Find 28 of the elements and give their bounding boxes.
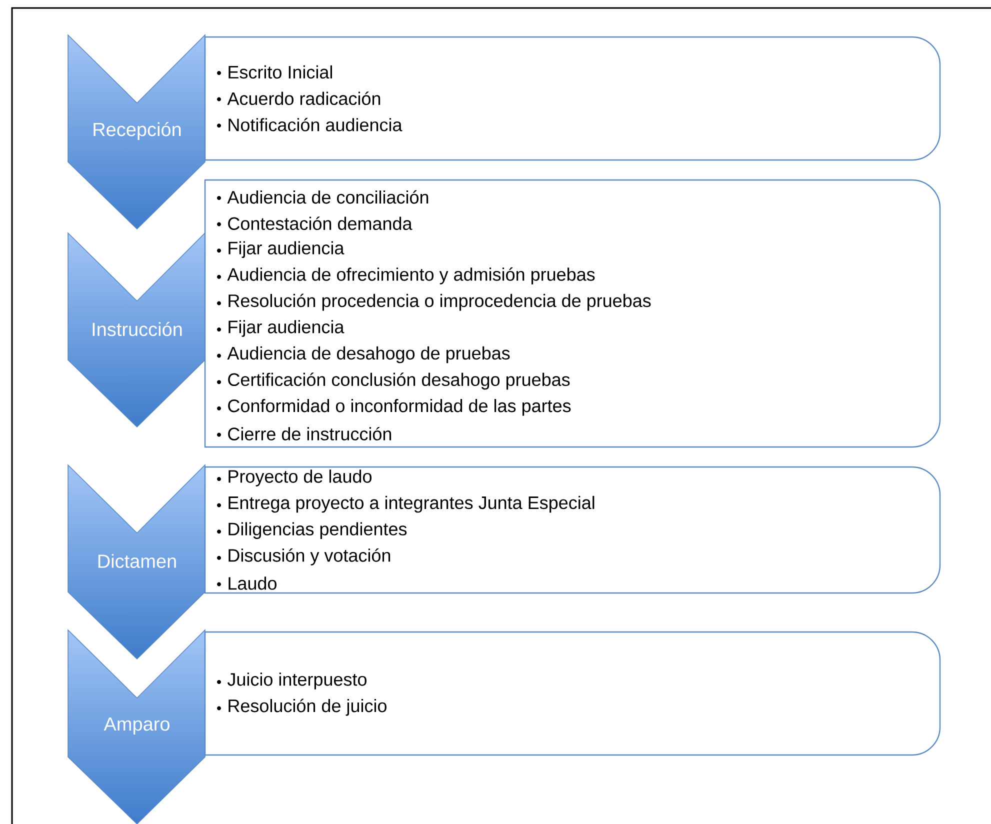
step-item: Conformidad o inconformidad de las partes <box>228 399 571 416</box>
step-box <box>204 466 941 594</box>
step-item: Resolución procedencia o improcedencia de pruebas <box>228 294 651 311</box>
step-item: Juicio interpuesto <box>228 672 366 690</box>
step-item: Discusión y votación <box>228 548 390 566</box>
step-item: Notificación audiencia <box>228 118 402 132</box>
step-item: Audiencia de desahogo de pruebas <box>227 346 510 364</box>
step-box <box>204 179 941 448</box>
step-item: Fijar audiencia <box>228 320 344 337</box>
step-item: Diligencias pendientes <box>228 522 407 539</box>
step-item: Cierre de instrucción <box>228 426 392 440</box>
step-item: Resolución de juicio <box>228 698 386 716</box>
stage-banner: Amparo <box>68 629 206 824</box>
stage-banner: Dictamen <box>68 464 206 660</box>
step-box <box>204 631 941 756</box>
step-item: Certificación conclusión desahogo pruebas <box>228 372 570 390</box>
step-item: Fijar audiencia <box>228 241 344 258</box>
step-item: Proyecto de laudo <box>228 470 372 486</box>
step-item: Contestación demanda <box>228 216 412 230</box>
step-box <box>204 36 941 161</box>
step-item: Acuerdo radicación <box>227 92 380 105</box>
step-item: Audiencia de ofrecimiento y admisión pruebas <box>227 267 595 284</box>
step-item: Laudo <box>228 576 276 590</box>
stage-banner: Recepción <box>68 34 206 230</box>
step-item: Escrito Inicial <box>228 65 332 79</box>
step-item: Audiencia de conciliación <box>227 190 428 204</box>
stage-banner: Instrucción <box>68 232 206 428</box>
step-item: Entrega proyecto a integrantes Junta Especial <box>228 496 594 513</box>
